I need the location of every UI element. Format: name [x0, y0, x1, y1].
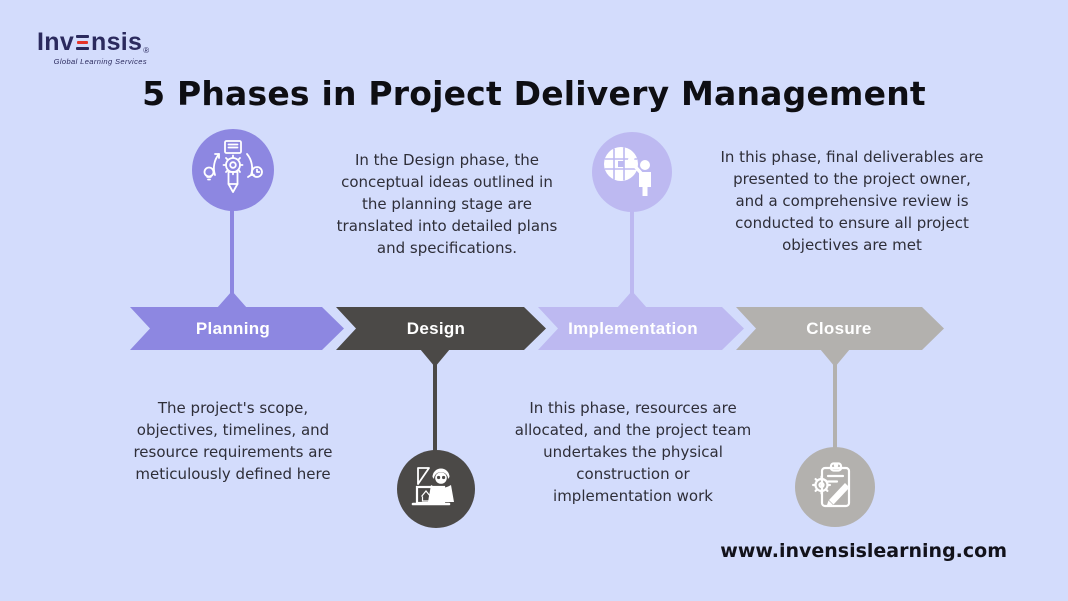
phase-label-closure: Closure [806, 319, 872, 338]
gear-pencil-cycle-icon [203, 140, 263, 193]
implementation-chevron [538, 307, 744, 350]
phase-label-planning: Planning [195, 319, 271, 338]
registered-mark: ® [143, 46, 150, 55]
brand-prefix: Inv [37, 28, 75, 56]
puzzle-globe-person-icon [604, 147, 651, 196]
page-title: 5 Phases in Project Delivery Management [142, 74, 926, 113]
planning-description: The project's scope, objectives, timelin… [133, 399, 333, 483]
closure-phase-circle [795, 447, 875, 527]
planning-chevron [130, 307, 344, 350]
phase-label-design: Design [406, 319, 466, 338]
closure-pointer-triangle [820, 349, 850, 367]
website-link[interactable]: www.invensislearning.com [720, 540, 1007, 562]
design-chevron [336, 307, 546, 350]
brand-suffix: nsis [91, 28, 143, 56]
design-pointer-triangle [420, 349, 450, 367]
implementation-description: In this phase, resources are allocated, … [514, 399, 752, 505]
invensis-logo: Inv nsis ® Global Learning Services [37, 28, 150, 67]
closure-chevron [736, 307, 944, 350]
phase-label-implementation: Implementation [568, 319, 698, 338]
design-description: In the Design phase, the conceptual idea… [336, 151, 558, 257]
planning-phase-circle [192, 129, 274, 211]
architect-drafting-icon [411, 467, 454, 506]
closure-description: In this phase, final deliverables are pr… [720, 148, 984, 254]
planning-pointer-triangle [217, 291, 247, 308]
clipboard-gear-pencil-icon [812, 462, 851, 508]
implementation-pointer-triangle [617, 291, 647, 308]
invensis-wordmark: Inv nsis ® [37, 28, 150, 56]
logo-tagline: Global Learning Services [53, 57, 147, 66]
stylized-e-bars [76, 34, 90, 51]
